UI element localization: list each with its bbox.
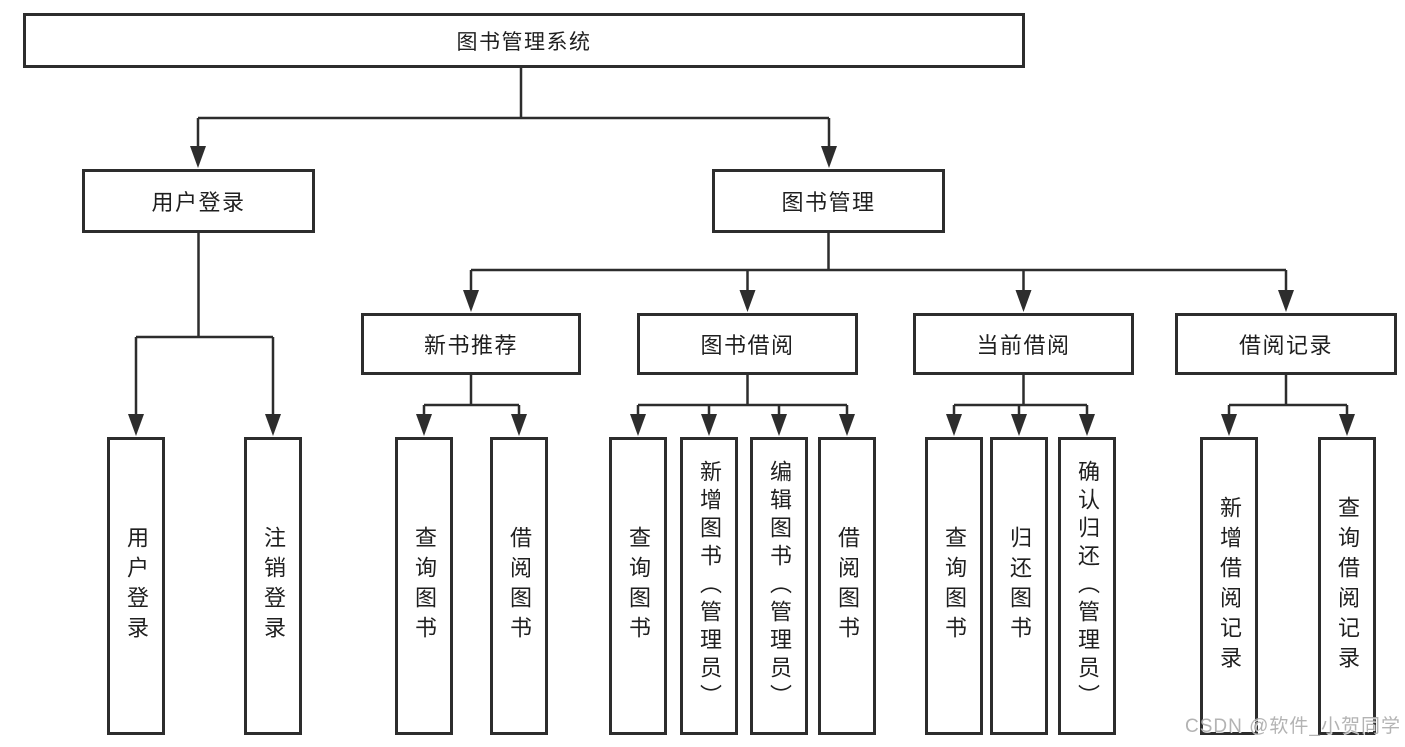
node-label: 当前借阅 xyxy=(976,333,1071,358)
node-label: 新增图书（管理员） xyxy=(697,460,722,712)
node-book-management: 图书管理 xyxy=(712,169,945,233)
node-label: 新书推荐 xyxy=(423,333,518,358)
node-return-books: 归还图书 xyxy=(990,437,1048,735)
arrowheads xyxy=(128,146,1355,436)
node-edit-books-admin: 编辑图书（管理员） xyxy=(750,437,808,735)
node-label: 查询图书 xyxy=(412,526,437,646)
node-label: 图书管理系统 xyxy=(456,30,592,54)
node-confirm-return-admin: 确认归还（管理员） xyxy=(1058,437,1116,735)
node-label: 借阅记录 xyxy=(1238,333,1333,358)
node-query-books-current: 查询图书 xyxy=(925,437,983,735)
node-user-login: 用户登录 xyxy=(82,169,315,233)
node-current-borrowing: 当前借阅 xyxy=(913,313,1134,375)
node-label: 图书借阅 xyxy=(700,333,795,358)
node-query-books-recommend: 查询图书 xyxy=(395,437,453,735)
node-add-borrow-record: 新增借阅记录 xyxy=(1200,437,1258,735)
node-label: 新增借阅记录 xyxy=(1217,496,1242,676)
node-query-borrow-record: 查询借阅记录 xyxy=(1318,437,1376,735)
node-label: 借阅图书 xyxy=(507,526,532,646)
node-label: 借阅图书 xyxy=(835,526,860,646)
node-label: 确认归还（管理员） xyxy=(1075,460,1100,712)
node-logout-login: 注销登录 xyxy=(244,437,302,735)
node-label: 查询图书 xyxy=(942,526,967,646)
node-user-login-leaf: 用户登录 xyxy=(107,437,165,735)
node-label: 用户登录 xyxy=(151,190,246,215)
node-add-books-admin: 新增图书（管理员） xyxy=(680,437,738,735)
node-borrowing-records: 借阅记录 xyxy=(1175,313,1397,375)
node-new-book-recommendation: 新书推荐 xyxy=(361,313,581,375)
node-label: 查询借阅记录 xyxy=(1335,496,1360,676)
node-borrow-books-recommend: 借阅图书 xyxy=(490,437,548,735)
node-borrow-books-borrowing: 借阅图书 xyxy=(818,437,876,735)
watermark: CSDN @软件_小贺同学 xyxy=(1185,716,1401,737)
node-book-borrowing: 图书借阅 xyxy=(637,313,858,375)
node-label: 归还图书 xyxy=(1007,526,1032,646)
node-library-management-system: 图书管理系统 xyxy=(23,13,1025,68)
node-label: 注销登录 xyxy=(261,526,286,646)
node-label: 用户登录 xyxy=(124,526,149,646)
node-label: 查询图书 xyxy=(626,526,651,646)
node-query-books-borrowing: 查询图书 xyxy=(609,437,667,735)
node-label: 图书管理 xyxy=(781,190,876,215)
node-label: 编辑图书（管理员） xyxy=(767,460,792,712)
